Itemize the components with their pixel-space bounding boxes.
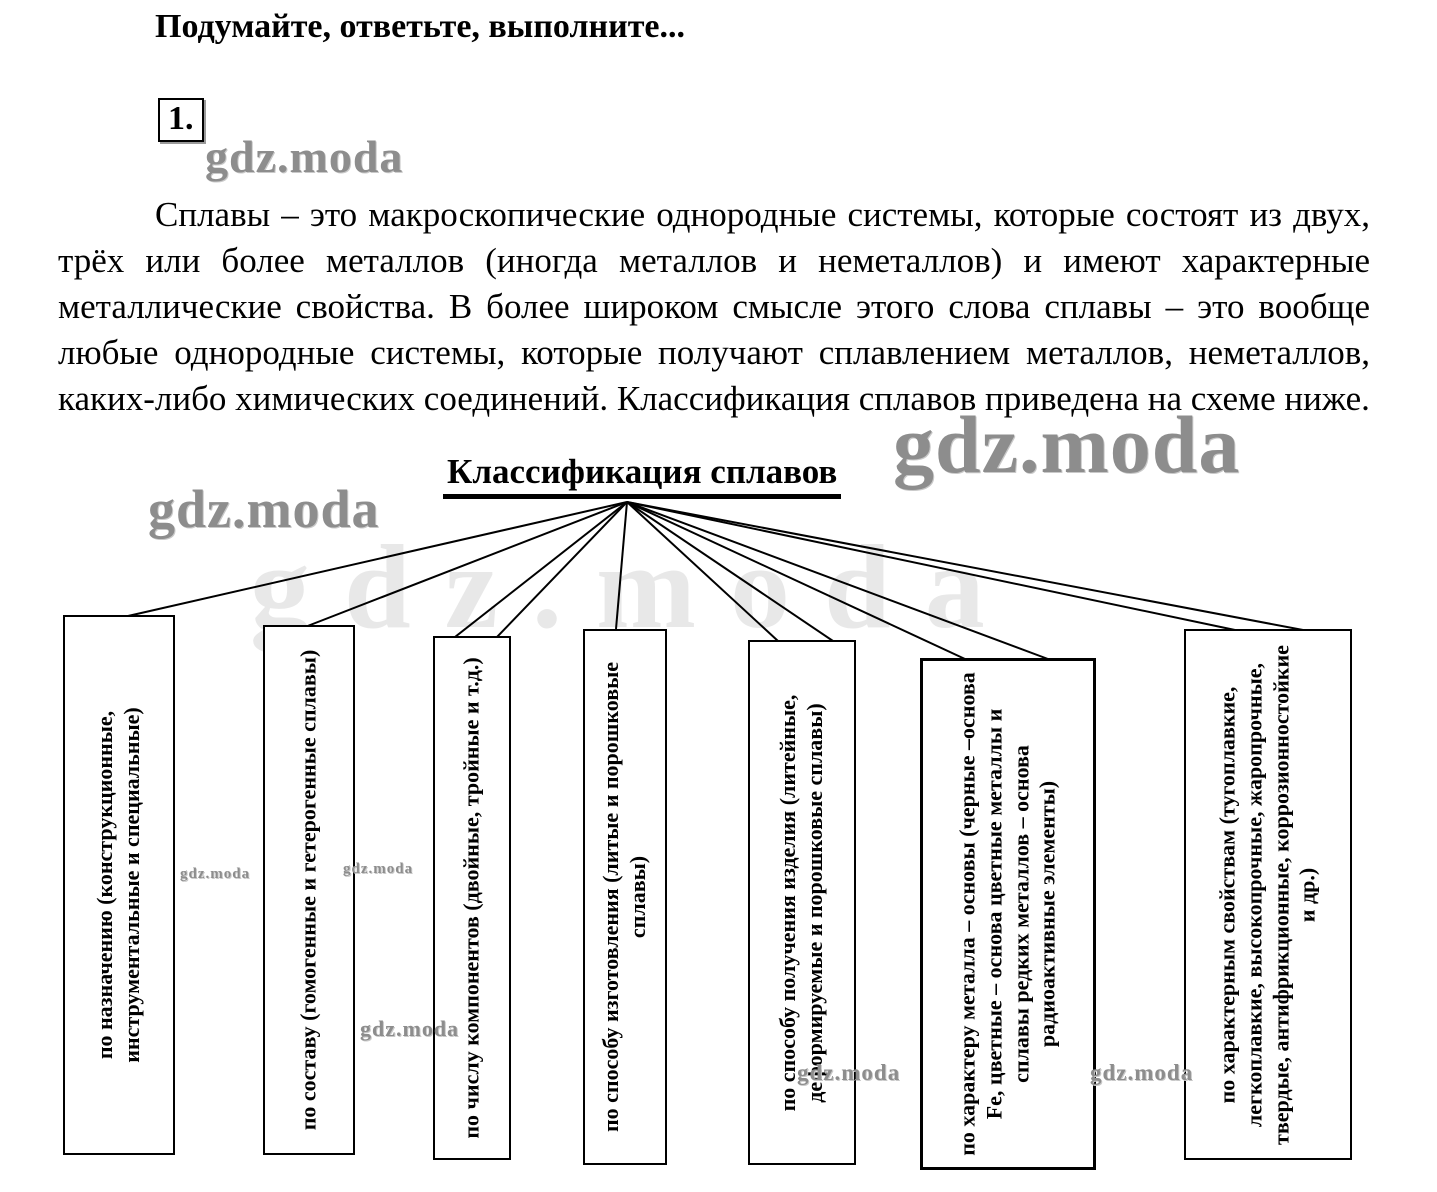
diagram-title: Классификация сплавов xyxy=(443,452,842,499)
diagram-box-naznachenie: по назначению (конструкционные, инструме… xyxy=(63,615,175,1155)
watermark-left: gdz.moda xyxy=(148,479,380,539)
watermark-heading-right: gdz.moda xyxy=(893,399,1241,490)
intro-paragraph: Сплавы – это макроскопические однородные… xyxy=(58,195,1370,418)
diagram-box-label: по способу изготовления (литые и порошко… xyxy=(598,661,650,1133)
watermark-top: gdz.moda xyxy=(205,131,404,182)
diagram-box-label: по составу (гомогенные и гетерогенные сп… xyxy=(295,649,321,1131)
diagram-box-label: по числу компонентов (двойные, тройные и… xyxy=(458,657,484,1139)
watermark-small-2: gdz.moda xyxy=(343,861,414,877)
diagram-box-sposob-izgotovleniya: по способу изготовления (литые и порошко… xyxy=(583,629,667,1165)
diagram-box-label: по характерным свойствам (тугоплавкие, л… xyxy=(1214,644,1320,1145)
watermark-small-1: gdz.moda xyxy=(180,866,251,882)
watermark-small-4: gdz.moda xyxy=(797,1060,901,1085)
watermark-small-5: gdz.moda xyxy=(1090,1060,1194,1085)
task-number-badge: 1. xyxy=(158,98,204,142)
diagram-box-label: по назначению (конструкционные, инструме… xyxy=(92,707,144,1063)
diagram-box-kharakternye-svoystva: по характерным свойствам (тугоплавкие, л… xyxy=(1184,629,1352,1160)
diagram-box-chislo-komponentov: по числу компонентов (двойные, тройные и… xyxy=(433,636,511,1160)
diagram-box-sostav: по составу (гомогенные и гетерогенные сп… xyxy=(263,625,355,1155)
diagram-box-label: по характеру металла – основы (черные –о… xyxy=(954,672,1060,1156)
watermark-small-3: gdz.moda xyxy=(360,1016,460,1041)
diagram-box-kharakter-metalla: по характеру металла – основы (черные –о… xyxy=(920,658,1096,1170)
page-title: Подумайте, ответьте, выполните... xyxy=(155,8,686,45)
diagram-box-sposob-polucheniya: по способу получения изделия (литейные, … xyxy=(748,640,856,1165)
